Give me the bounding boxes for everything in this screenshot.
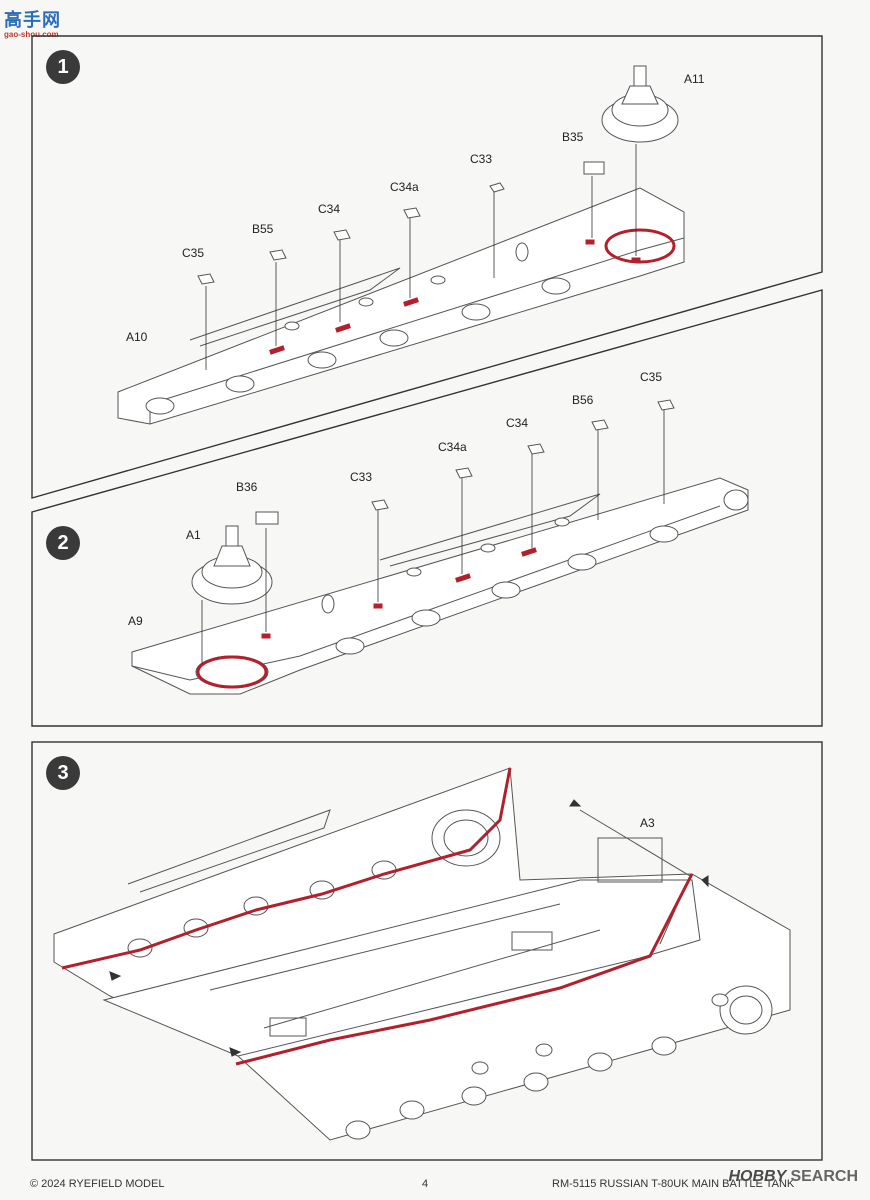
- callout-a3: A3: [640, 816, 655, 830]
- part-b36: [255, 511, 279, 525]
- callout-c34: C34: [318, 202, 341, 216]
- callout-c35: C35: [182, 246, 205, 260]
- step-3-badge: 3: [46, 756, 80, 790]
- logo-text: 高手网: [4, 10, 61, 31]
- lower-hull-assembly: [53, 767, 791, 1141]
- watermark-brand-sub: SEARCH: [790, 1168, 858, 1185]
- callout-c34a-step2: C34a: [438, 440, 467, 454]
- step2-panel-frame: [31, 289, 823, 727]
- callout-c33: C33: [470, 152, 493, 166]
- step3-panel-frame: [31, 741, 823, 1161]
- watermark-brand: HOBBY: [728, 1168, 786, 1185]
- step3-arrows: [109, 799, 709, 1057]
- step1-glue-marks: [269, 228, 676, 355]
- footer-page-number: 4: [422, 1178, 429, 1190]
- footer-title: RM-5115 RUSSIAN T-80UK MAIN BATTLE TANK: [552, 1178, 795, 1190]
- step1-panel-frame: [31, 35, 823, 499]
- step1-placement-lines: [205, 144, 637, 370]
- step-2-badge: 2: [46, 526, 80, 560]
- step1-small-parts: [197, 182, 505, 285]
- callout-c34-step2: C34: [506, 416, 529, 430]
- part-a9-hull-side: [131, 477, 749, 695]
- step2-glue-marks: [196, 547, 537, 689]
- site-logo[interactable]: 高手网 gao-shou.com: [4, 6, 74, 39]
- part-a10-hull-side: [117, 187, 685, 425]
- callout-a11: A11: [684, 72, 705, 86]
- part-a11-idler-mount: [601, 65, 679, 143]
- callout-a9: A9: [128, 614, 143, 628]
- callout-a10: A10: [126, 330, 148, 344]
- step3-glue-lines: [61, 767, 694, 1066]
- callout-b35: B35: [562, 130, 584, 144]
- callout-c34a: C34a: [390, 180, 419, 194]
- step2-placement-lines: [201, 410, 665, 664]
- step2-small-parts: [371, 399, 675, 511]
- callout-b55: B55: [252, 222, 274, 236]
- callout-c35-step2: C35: [640, 370, 663, 384]
- watermark-logo: HOBBY SEARCH: [728, 1168, 858, 1186]
- callout-a1: A1: [186, 528, 201, 542]
- footer-copyright: © 2024 RYEFIELD MODEL: [30, 1178, 165, 1190]
- step-1-badge: 1: [46, 50, 80, 84]
- logo-subtext: gao-shou.com: [4, 30, 59, 39]
- part-b35: [583, 161, 605, 175]
- callout-b56: B56: [572, 393, 594, 407]
- part-a1-idler-mount: [191, 525, 273, 605]
- callout-c33-step2: C33: [350, 470, 373, 484]
- callout-b36: B36: [236, 480, 258, 494]
